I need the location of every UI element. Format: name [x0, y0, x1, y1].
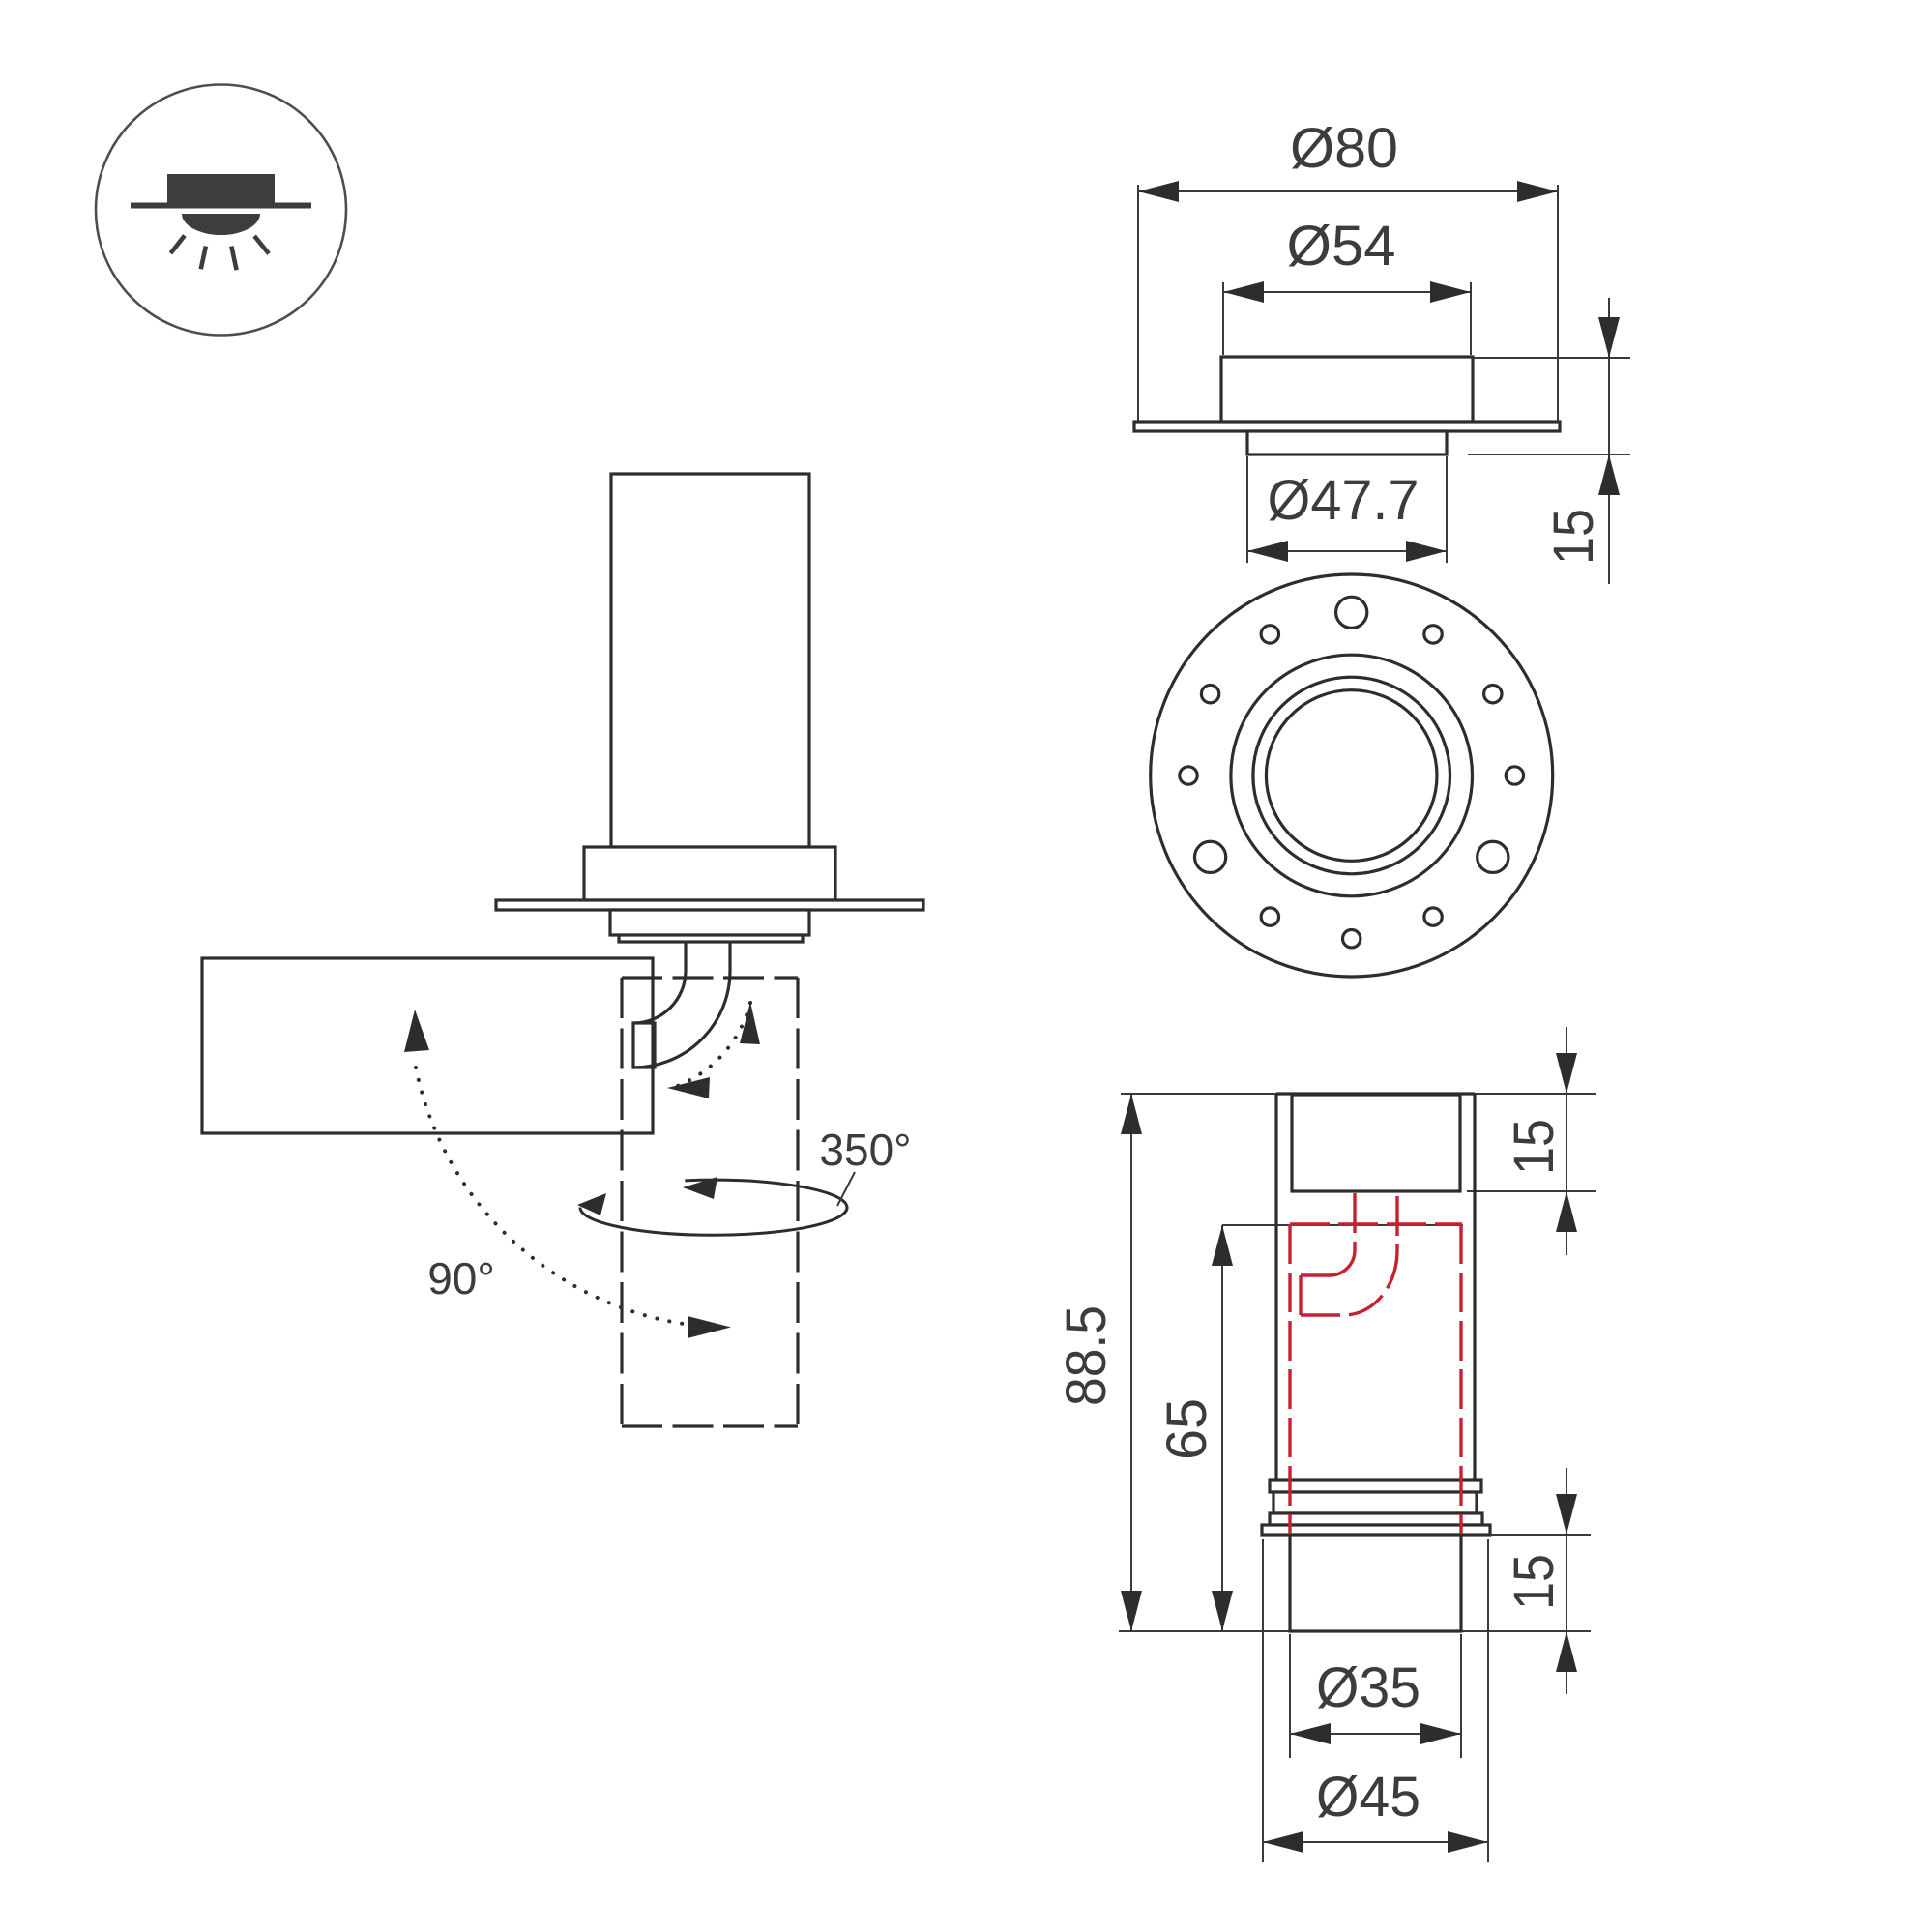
svg-text:Ø45: Ø45: [1316, 1766, 1420, 1829]
svg-text:15: 15: [1503, 1119, 1566, 1175]
svg-text:Ø47.7: Ø47.7: [1268, 469, 1420, 532]
svg-text:Ø35: Ø35: [1316, 1656, 1420, 1719]
svg-text:88.5: 88.5: [1055, 1305, 1118, 1406]
svg-text:90°: 90°: [427, 1253, 495, 1303]
svg-text:Ø54: Ø54: [1287, 215, 1396, 278]
svg-text:65: 65: [1156, 1398, 1218, 1460]
svg-text:Ø80: Ø80: [1290, 117, 1398, 180]
svg-text:15: 15: [1503, 1554, 1566, 1610]
svg-text:15: 15: [1542, 509, 1605, 565]
svg-text:350°: 350°: [819, 1125, 911, 1175]
